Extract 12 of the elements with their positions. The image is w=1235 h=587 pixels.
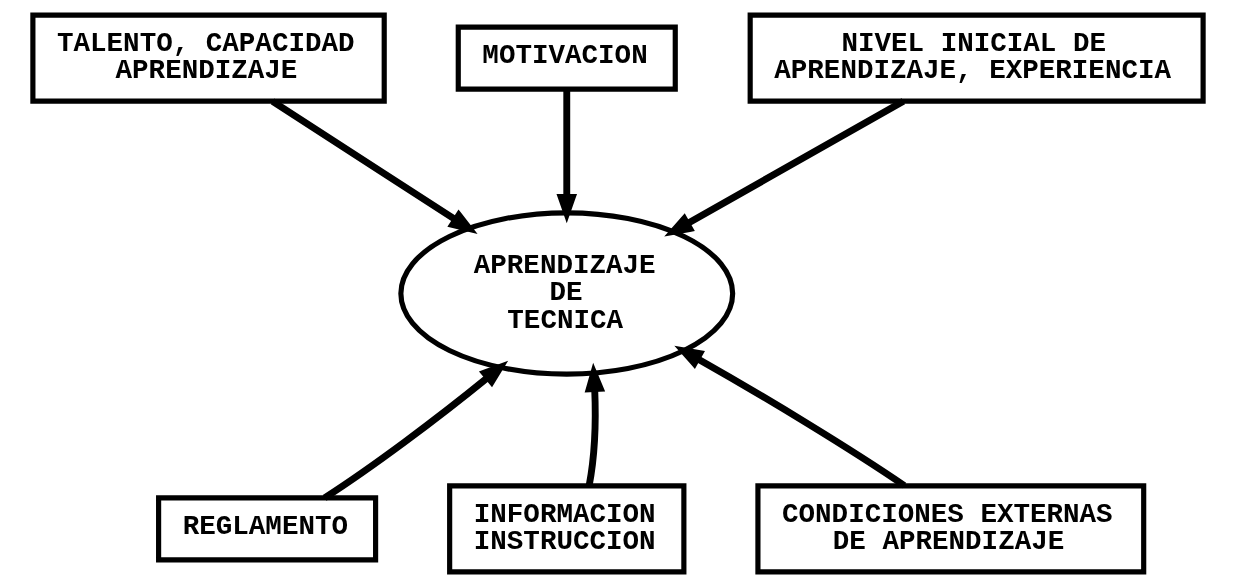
node-box: TALENTO, CAPACIDAD APRENDIZAJE — [29, 12, 387, 104]
node-box: CONDICIONES EXTERNAS DE APRENDIZAJE — [754, 483, 1146, 575]
arrow — [322, 360, 508, 501]
node-box: INFORMACION INSTRUCCION — [446, 483, 686, 575]
arrow — [584, 362, 605, 487]
arrow — [673, 345, 906, 489]
node-box: REGLAMENTO — [155, 495, 378, 563]
arrow — [270, 98, 478, 235]
arrow — [663, 98, 905, 237]
node-box: NIVEL INICIAL DE APRENDIZAJE, EXPERIENCIA — [747, 12, 1206, 104]
arrow — [556, 89, 577, 224]
node-box: MOTIVACION — [455, 24, 678, 92]
